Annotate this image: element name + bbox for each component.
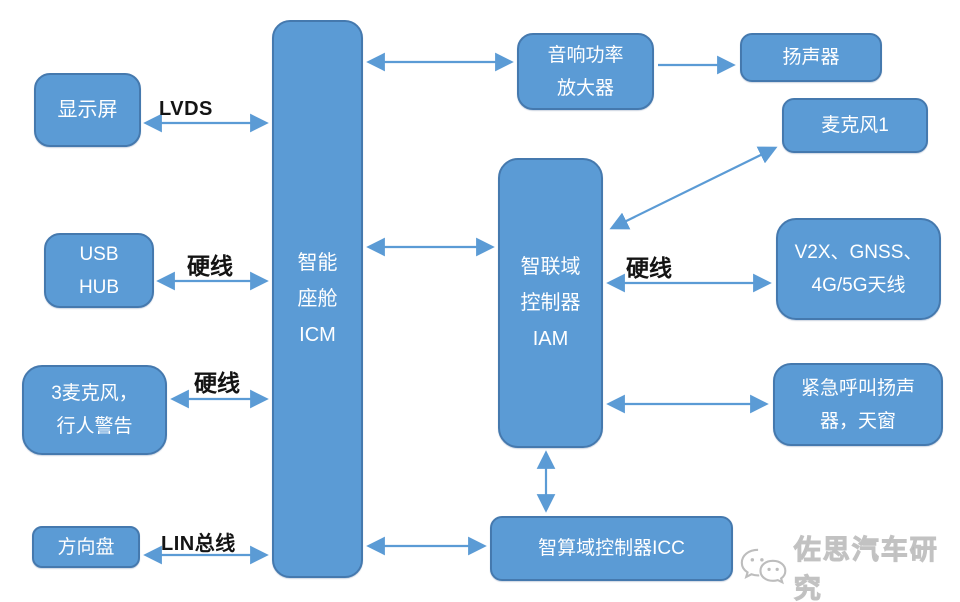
node-usb-hub-line1: USB [79, 243, 119, 265]
node-iam-line1: 智联域 [520, 256, 581, 278]
node-microphone1-label: 麦克风1 [821, 115, 889, 136]
node-3mic-line2: 行人警告 [56, 416, 133, 437]
watermark-text: 佐思汽车研究 [793, 535, 939, 602]
node-v2x-antenna: V2X、GNSS、 4G/5G天线 [776, 218, 941, 320]
node-v2x-line2: 4G/5G天线 [811, 275, 906, 296]
node-iam-connectivity: 智联域 控制器 IAM [498, 158, 603, 448]
wechat-icon [740, 548, 787, 585]
node-icm-line2: 座舱 [297, 288, 338, 310]
node-speaker-label: 扬声器 [782, 47, 840, 68]
edge-label-usb-wire: 硬线 [187, 254, 233, 279]
node-audio-amplifier: 音响功率 放大器 [517, 33, 654, 110]
node-microphone1: 麦克风1 [782, 98, 928, 153]
node-icm-line1: 智能 [297, 252, 338, 274]
node-3mic-line1: 3麦克风， [51, 383, 138, 404]
node-speaker: 扬声器 [740, 33, 882, 82]
node-amp-line2: 放大器 [556, 77, 614, 99]
edge-label-mic3-wire: 硬线 [194, 371, 240, 396]
node-steering-label: 方向盘 [57, 536, 115, 558]
node-amp-line1: 音响功率 [547, 44, 624, 66]
node-icm-line3: ICM [299, 324, 336, 346]
node-icc-label: 智算域控制器ICC [538, 538, 685, 559]
node-iam-line3: IAM [532, 328, 569, 350]
edge-label-lvds: LVDS [159, 98, 213, 120]
node-usb-hub: USB HUB [44, 233, 154, 308]
node-display-label: 显示屏 [57, 99, 118, 121]
node-steering-wheel: 方向盘 [32, 526, 140, 568]
watermark: 佐思汽车研究 [738, 528, 960, 602]
node-3mic-pedestrian: 3麦克风， 行人警告 [22, 365, 167, 455]
node-ecall-sunroof: 紧急呼叫扬声 器，天窗 [773, 363, 943, 446]
node-icm-cockpit: 智能 座舱 ICM [272, 20, 363, 578]
node-v2x-line1: V2X、GNSS、 [794, 242, 923, 263]
edge-label-v2x-wire: 硬线 [626, 256, 672, 281]
edge-label-lin-bus: LIN总线 [161, 533, 236, 555]
node-iam-line2: 控制器 [520, 292, 581, 314]
node-ecall-line1: 紧急呼叫扬声 [800, 377, 915, 399]
node-ecall-line2: 器，天窗 [819, 410, 896, 432]
node-usb-hub-line2: HUB [78, 276, 120, 298]
node-display: 显示屏 [34, 73, 141, 147]
node-icc-compute: 智算域控制器ICC [490, 516, 733, 581]
